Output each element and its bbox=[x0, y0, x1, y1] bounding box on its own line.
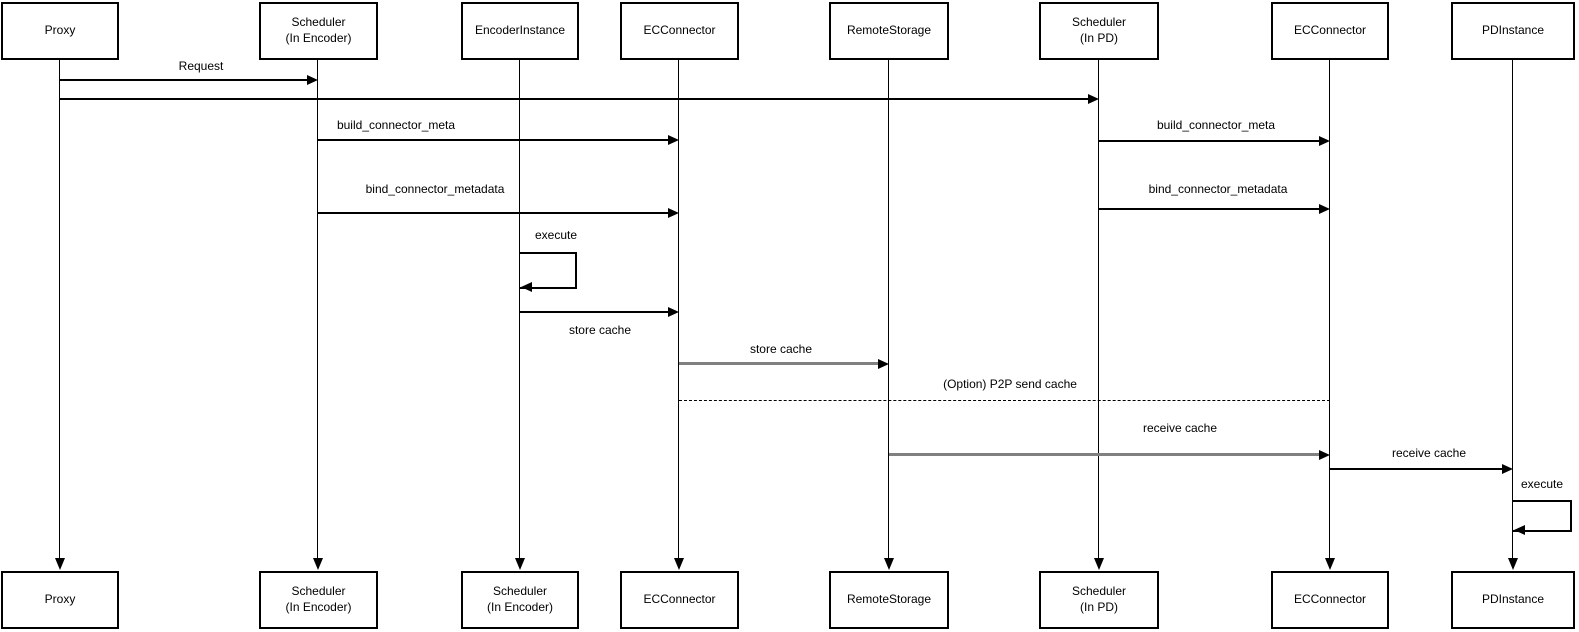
lifeline-arrowhead bbox=[884, 558, 894, 570]
participant-label: Scheduler (In Encoder) bbox=[285, 584, 352, 614]
message-label-store-cache-2: store cache bbox=[746, 342, 816, 356]
participant-bottom-proxy: Proxy bbox=[1, 571, 119, 629]
participant-top-pd-instance: PDInstance bbox=[1451, 2, 1575, 60]
message-line-p2p-send-cache bbox=[679, 400, 1330, 401]
lifeline-scheduler-encoder bbox=[317, 60, 318, 558]
message-line-receive-cache-1 bbox=[889, 453, 1319, 456]
lifeline-arrowhead bbox=[313, 558, 323, 570]
participant-label: PDInstance bbox=[1481, 23, 1545, 38]
arrowhead-right bbox=[1319, 204, 1330, 214]
participant-label: Scheduler (In PD) bbox=[1071, 15, 1127, 45]
participant-top-remote-storage: RemoteStorage bbox=[829, 2, 949, 60]
participant-label: ECConnector bbox=[643, 23, 716, 38]
message-label-receive-cache-1: receive cache bbox=[1139, 421, 1221, 435]
message-line-request bbox=[60, 79, 308, 81]
participant-label: ECConnector bbox=[1293, 23, 1367, 38]
message-line-store-cache-2 bbox=[679, 362, 878, 365]
message-line-proxy-to-scheduler-pd bbox=[60, 98, 1089, 100]
message-label-request: Request bbox=[175, 59, 227, 73]
participant-bottom-scheduler-encoder: Scheduler (In Encoder) bbox=[259, 571, 378, 629]
arrowhead-right bbox=[668, 208, 679, 218]
participant-bottom-scheduler-pd: Scheduler (In PD) bbox=[1039, 571, 1159, 629]
lifeline-scheduler-pd bbox=[1098, 60, 1099, 558]
message-label-build-connector-meta-enc: build_connector_meta bbox=[333, 118, 459, 132]
message-label-execute-pd: execute bbox=[1517, 477, 1567, 491]
participant-top-ec-connector-enc: ECConnector bbox=[620, 2, 739, 60]
message-line-bind-connector-metadata-enc bbox=[318, 212, 669, 214]
message-label-p2p-send-cache: (Option) P2P send cache bbox=[940, 377, 1080, 391]
lifeline-ec-connector-pd bbox=[1329, 60, 1330, 558]
arrowhead-right bbox=[1319, 136, 1330, 146]
participant-top-ec-connector-pd: ECConnector bbox=[1271, 2, 1389, 60]
arrowhead-right bbox=[1502, 464, 1513, 474]
message-label-execute-encoder: execute bbox=[531, 228, 581, 242]
message-label-store-cache-1: store cache bbox=[565, 323, 635, 337]
arrowhead-right bbox=[668, 135, 679, 145]
participant-bottom-remote-storage: RemoteStorage bbox=[829, 571, 949, 629]
self-loop-execute-encoder bbox=[520, 252, 577, 289]
participant-label: Proxy bbox=[44, 592, 76, 607]
lifeline-arrowhead bbox=[1094, 558, 1104, 570]
participant-label: EncoderInstance bbox=[474, 23, 566, 38]
participant-label: ECConnector bbox=[643, 592, 716, 607]
message-label-build-connector-meta-pd: build_connector_meta bbox=[1153, 118, 1279, 132]
participant-top-encoder-instance: EncoderInstance bbox=[461, 2, 579, 60]
message-line-receive-cache-2 bbox=[1330, 468, 1502, 470]
message-label-bind-connector-metadata-pd: bind_connector_metadata bbox=[1145, 182, 1291, 196]
arrowhead-right bbox=[1088, 94, 1099, 104]
lifeline-arrowhead bbox=[515, 558, 525, 570]
lifeline-encoder-instance bbox=[519, 60, 520, 558]
message-line-bind-connector-metadata-pd bbox=[1099, 208, 1320, 210]
lifeline-remote-storage bbox=[888, 60, 889, 558]
lifeline-arrowhead bbox=[55, 558, 65, 570]
message-label-bind-connector-metadata-enc: bind_connector_metadata bbox=[362, 182, 508, 196]
participant-label: ECConnector bbox=[1293, 592, 1367, 607]
participant-top-scheduler-encoder: Scheduler (In Encoder) bbox=[259, 2, 378, 60]
participant-top-proxy: Proxy bbox=[1, 2, 119, 60]
participant-label: PDInstance bbox=[1481, 592, 1545, 607]
message-label-receive-cache-2: receive cache bbox=[1388, 446, 1470, 460]
arrowhead-right bbox=[307, 75, 318, 85]
participant-bottom-pd-instance: PDInstance bbox=[1451, 571, 1575, 629]
participant-bottom-ec-connector-pd: ECConnector bbox=[1271, 571, 1389, 629]
lifeline-arrowhead bbox=[1508, 558, 1518, 570]
message-line-build-connector-meta-enc bbox=[318, 139, 669, 141]
participant-bottom-ec-connector-enc: ECConnector bbox=[620, 571, 739, 629]
message-line-store-cache-1 bbox=[520, 311, 668, 313]
participant-label: RemoteStorage bbox=[846, 23, 932, 38]
participant-label: RemoteStorage bbox=[846, 592, 932, 607]
participant-label: Proxy bbox=[44, 23, 76, 38]
arrowhead-left bbox=[1514, 525, 1525, 535]
lifeline-proxy bbox=[59, 60, 60, 558]
lifeline-pd-instance bbox=[1512, 60, 1513, 558]
arrowhead-right bbox=[878, 359, 889, 369]
lifeline-arrowhead bbox=[674, 558, 684, 570]
arrowhead-left bbox=[521, 282, 532, 292]
arrowhead-right bbox=[1319, 450, 1330, 460]
participant-label: Scheduler (In PD) bbox=[1071, 584, 1127, 614]
participant-bottom-encoder-instance: Scheduler (In Encoder) bbox=[461, 571, 579, 629]
participant-label: Scheduler (In Encoder) bbox=[486, 584, 554, 614]
self-loop-execute-pd bbox=[1513, 500, 1572, 532]
participant-label: Scheduler (In Encoder) bbox=[285, 15, 352, 45]
arrowhead-right bbox=[668, 307, 679, 317]
message-line-build-connector-meta-pd bbox=[1099, 140, 1320, 142]
participant-top-scheduler-pd: Scheduler (In PD) bbox=[1039, 2, 1159, 60]
lifeline-arrowhead bbox=[1325, 558, 1335, 570]
